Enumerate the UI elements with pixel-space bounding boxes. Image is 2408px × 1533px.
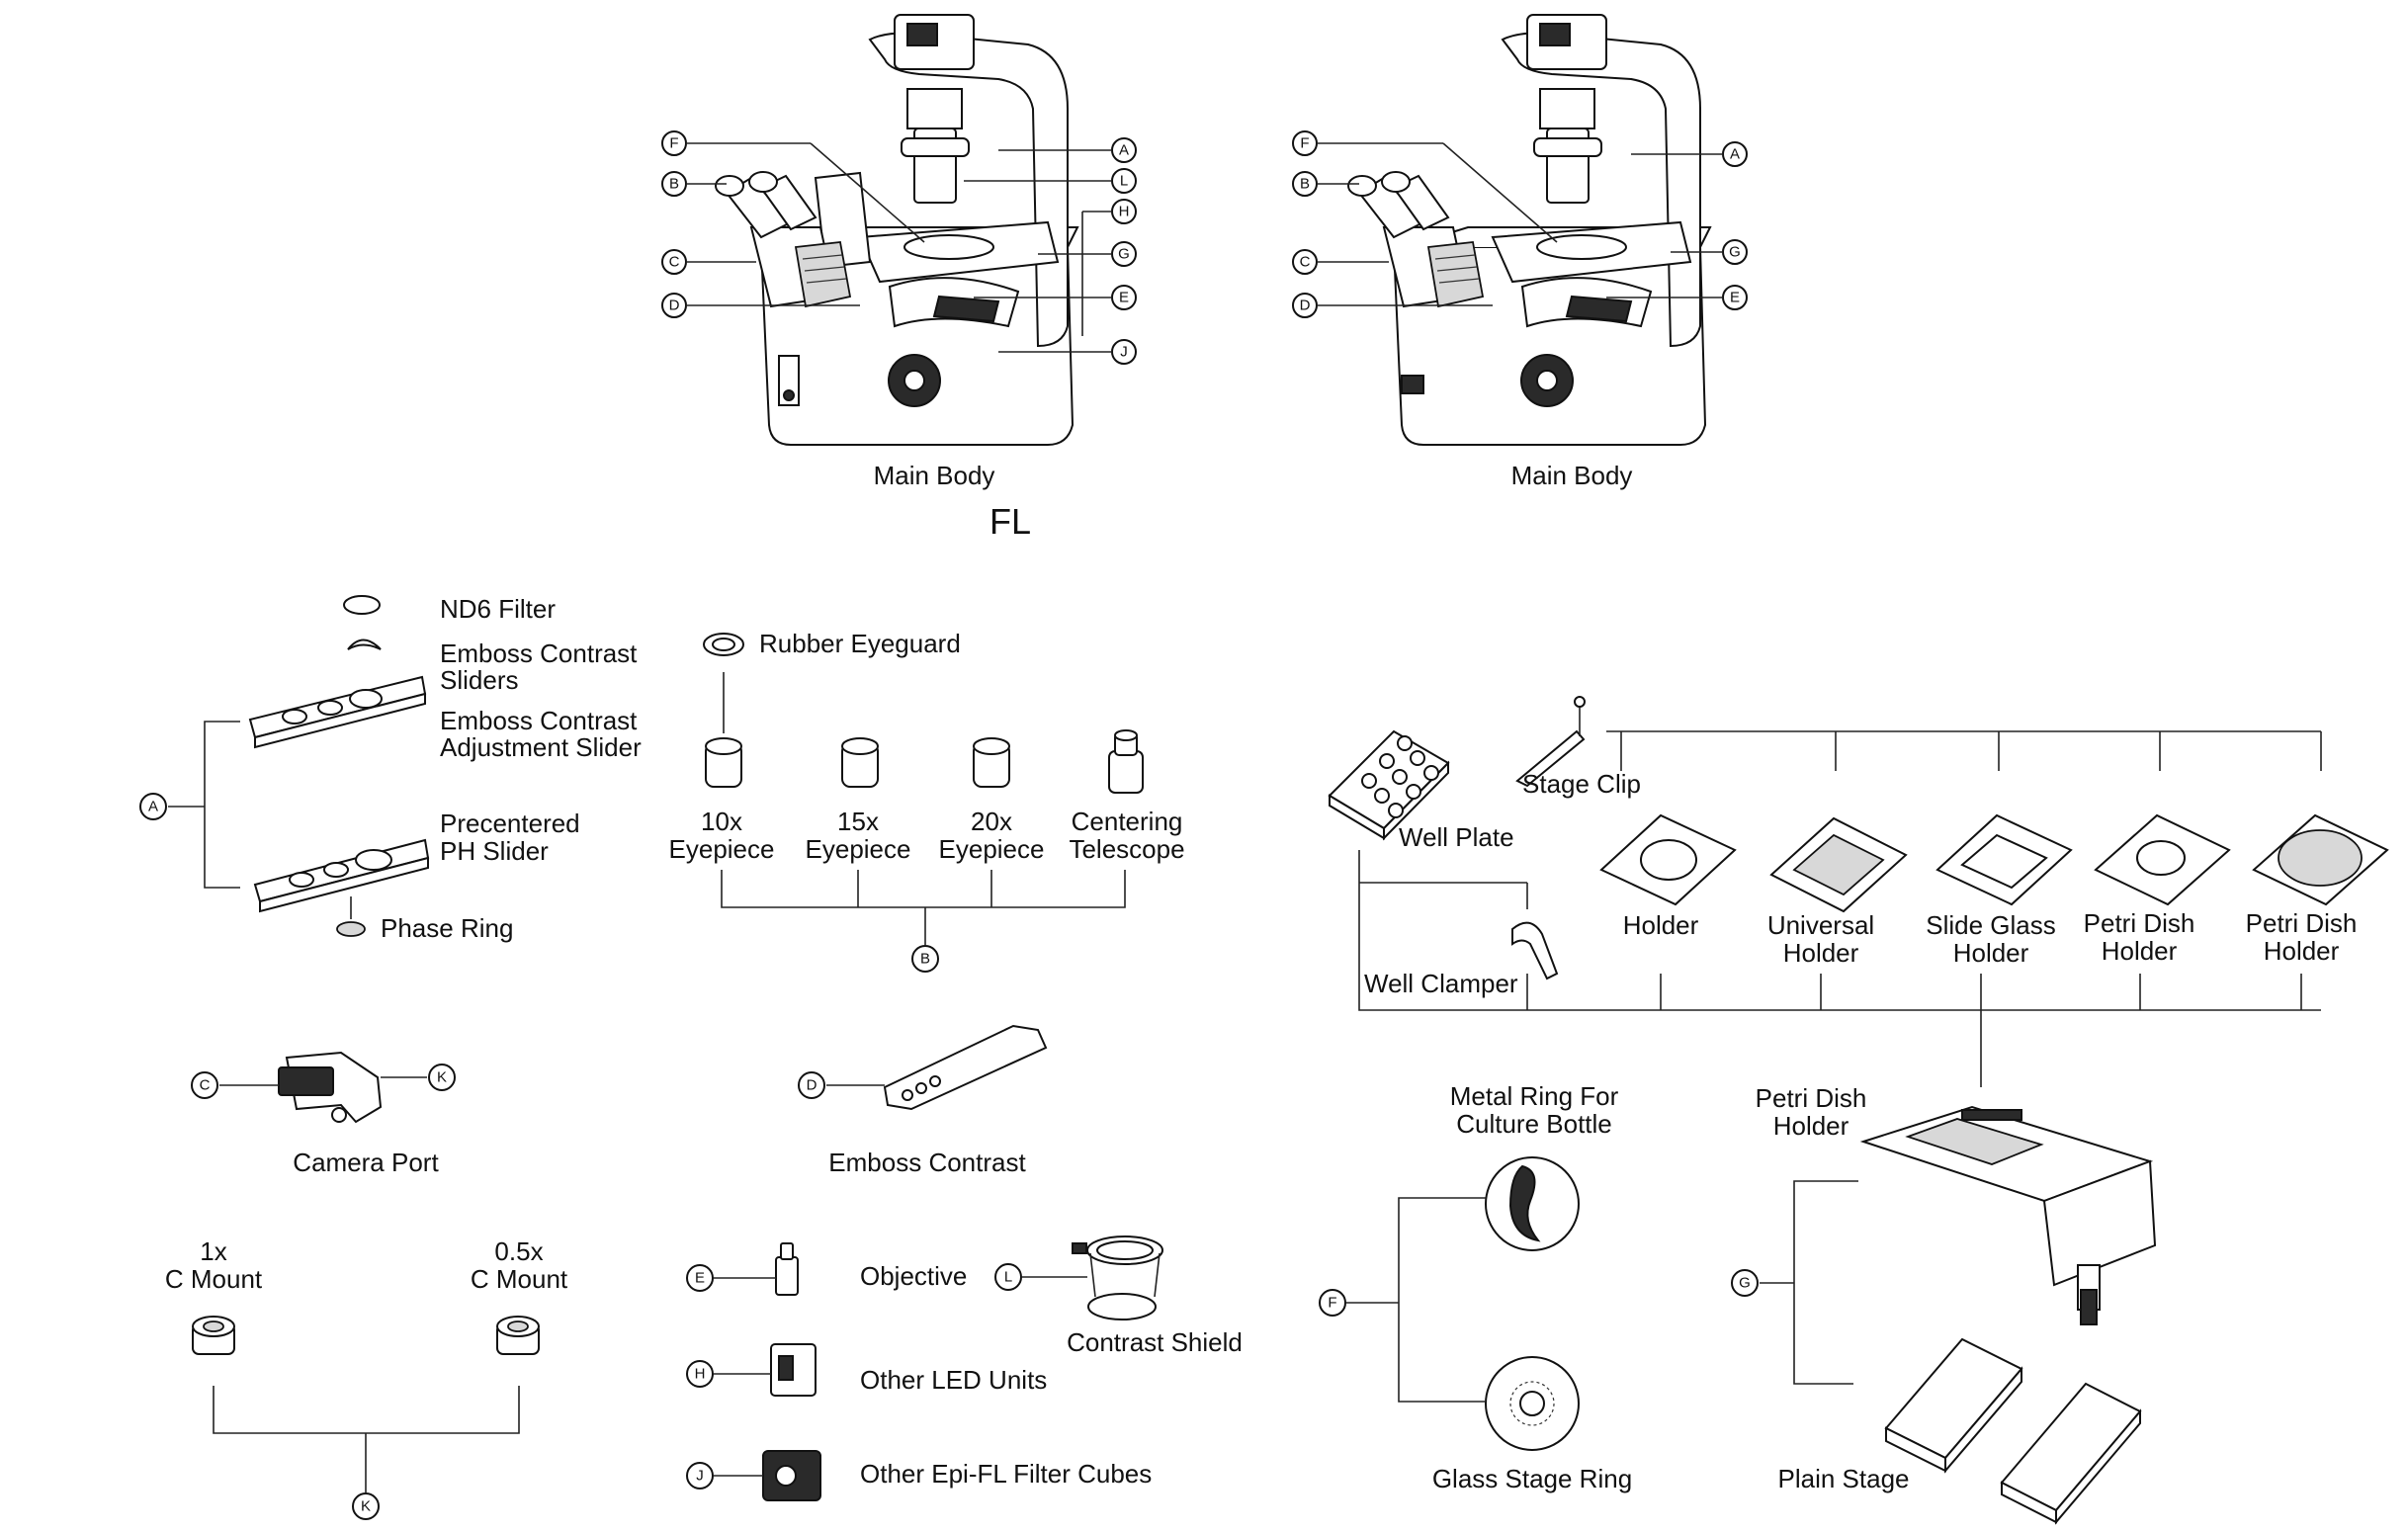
- callout-f-rings: F: [1328, 1295, 1336, 1312]
- petri-dish-holder-main-label-2: Holder: [1773, 1111, 1849, 1141]
- well-clamper-label: Well Clamper: [1364, 969, 1518, 998]
- callout-j-fl: J: [1120, 344, 1128, 361]
- petri-dish-holder-2-label-1: Petri Dish: [2246, 908, 2358, 938]
- petri-dish-holder-main-label-1: Petri Dish: [1756, 1083, 1867, 1113]
- slide-glass-holder-label-2: Holder: [1953, 938, 2029, 968]
- callout-b: B: [1300, 176, 1310, 193]
- stage-accessories-group: [1328, 696, 2389, 1087]
- centering-telescope-label-2: Telescope: [1069, 834, 1184, 864]
- c-mount-05x-sub: C Mount: [471, 1264, 568, 1294]
- stage-clip-label: Stage Clip: [1522, 769, 1641, 799]
- objective-group: E H J: [686, 1242, 821, 1501]
- eyepiece-15x-sub: Eyepiece: [806, 834, 911, 864]
- callout-a-fl: A: [1119, 142, 1129, 159]
- callout-e-objective: E: [695, 1270, 705, 1287]
- universal-holder-label-1: Universal: [1767, 910, 1874, 940]
- c-mounts-group: K: [192, 1316, 540, 1520]
- callout-d-emboss: D: [807, 1077, 817, 1094]
- callout-f: F: [1300, 135, 1309, 152]
- eyepieces-group: B: [703, 633, 1144, 973]
- rubber-eyeguard-label: Rubber Eyeguard: [759, 629, 961, 658]
- glass-stage-ring-label: Glass Stage Ring: [1432, 1464, 1632, 1493]
- callout-d: D: [1300, 298, 1311, 314]
- contrast-shield-group: L: [994, 1235, 1163, 1320]
- petri-holder-plain-stage-group: G: [1731, 1105, 2157, 1525]
- sliders-group: A: [139, 595, 430, 937]
- callout-c-camera: C: [200, 1077, 211, 1094]
- callout-b-fl: B: [669, 176, 679, 193]
- stage-rings-group: F: [1319, 1156, 1580, 1451]
- metal-ring-label-1: Metal Ring For: [1450, 1081, 1619, 1111]
- fl-label: FL: [989, 501, 1031, 542]
- eyepiece-10x-label: 10x: [701, 807, 742, 836]
- emboss-adjustment-label-1: Emboss Contrast: [440, 706, 638, 735]
- callout-l-fl: L: [1120, 173, 1128, 190]
- callout-h-led: H: [695, 1366, 706, 1383]
- objective-label: Objective: [860, 1261, 967, 1291]
- precentered-label-1: Precentered: [440, 809, 580, 838]
- callout-l-shield: L: [1004, 1269, 1012, 1286]
- emboss-adjustment-label-2: Adjustment Slider: [440, 732, 642, 762]
- nd6-filter-label: ND6 Filter: [440, 594, 556, 624]
- petri-dish-holder-1-label-2: Holder: [2102, 936, 2178, 966]
- emboss-contrast-label: Emboss Contrast: [828, 1148, 1026, 1177]
- microscope-fl-callouts: F B C D A L H G E J: [661, 130, 1137, 365]
- slide-glass-holder-label-1: Slide Glass: [1926, 910, 2056, 940]
- callout-c: C: [1300, 254, 1311, 271]
- callout-f-fl: F: [669, 135, 678, 152]
- callout-c-fl: C: [669, 254, 680, 271]
- callout-a: A: [1730, 146, 1740, 163]
- camera-port-label: Camera Port: [293, 1148, 439, 1177]
- other-led-units-label: Other LED Units: [860, 1365, 1047, 1395]
- metal-ring-label-2: Culture Bottle: [1456, 1109, 1612, 1139]
- microscope-fl-illustration: [715, 14, 1079, 446]
- callout-d-fl: D: [669, 298, 680, 314]
- eyepiece-15x-label: 15x: [837, 807, 879, 836]
- callout-k-camera: K: [437, 1069, 447, 1086]
- phase-ring-label: Phase Ring: [381, 913, 513, 943]
- eyepiece-10x-sub: Eyepiece: [669, 834, 775, 864]
- microscope-callouts: F B C D A G E: [1292, 130, 1748, 318]
- callout-a-sliders: A: [148, 799, 158, 815]
- camera-port-group: C K: [191, 1051, 456, 1124]
- callout-h-fl: H: [1119, 204, 1130, 220]
- callout-j-filter: J: [696, 1468, 704, 1485]
- emboss-contrast-sliders-label-2: Sliders: [440, 665, 518, 695]
- other-epi-fl-label: Other Epi-FL Filter Cubes: [860, 1459, 1152, 1489]
- eyepiece-20x-label: 20x: [971, 807, 1012, 836]
- callout-e: E: [1730, 290, 1740, 306]
- main-body-label: Main Body: [1511, 461, 1633, 490]
- petri-dish-holder-1-label-1: Petri Dish: [2084, 908, 2195, 938]
- c-mount-05x-label: 0.5x: [494, 1236, 543, 1266]
- microscope-illustration: [1347, 14, 1712, 446]
- main-body-fl-label: Main Body: [874, 461, 995, 490]
- precentered-label-2: PH Slider: [440, 836, 549, 866]
- c-mount-1x-sub: C Mount: [165, 1264, 263, 1294]
- callout-e-fl: E: [1119, 290, 1129, 306]
- universal-holder-label-2: Holder: [1783, 938, 1859, 968]
- callout-g-fl: G: [1118, 246, 1130, 263]
- callout-k-mounts: K: [361, 1498, 371, 1515]
- callout-g: G: [1729, 244, 1741, 261]
- contrast-shield-label: Contrast Shield: [1067, 1327, 1243, 1357]
- eyepiece-20x-sub: Eyepiece: [939, 834, 1045, 864]
- emboss-contrast-group: D: [798, 1024, 1048, 1111]
- plain-stage-label: Plain Stage: [1778, 1464, 1910, 1493]
- centering-telescope-label-1: Centering: [1072, 807, 1183, 836]
- emboss-contrast-sliders-label-1: Emboss Contrast: [440, 639, 638, 668]
- callout-b-eyepieces: B: [920, 951, 930, 968]
- callout-g-stage: G: [1739, 1275, 1751, 1292]
- c-mount-1x-label: 1x: [200, 1236, 226, 1266]
- petri-dish-holder-2-label-2: Holder: [2264, 936, 2340, 966]
- holder-label: Holder: [1623, 910, 1699, 940]
- well-plate-label: Well Plate: [1399, 822, 1514, 852]
